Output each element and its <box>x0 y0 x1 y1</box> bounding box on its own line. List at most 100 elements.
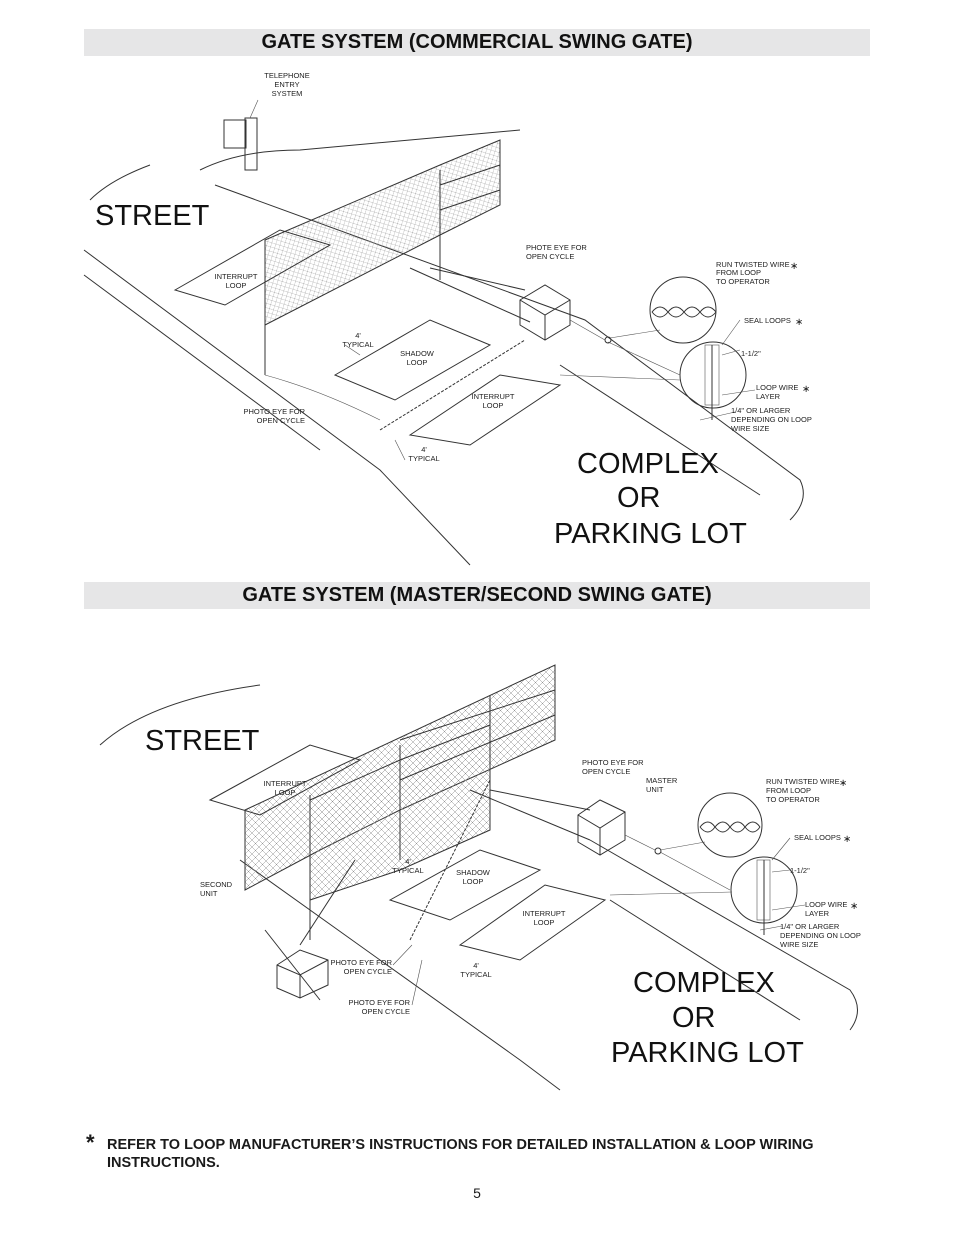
run-twisted-wire-label: RUN TWISTED WIRE ∗ FROM LOOP TO OPERATOR <box>766 777 847 804</box>
svg-text:1/4" OR LARGER: 1/4" OR LARGER <box>731 406 791 415</box>
svg-text:TYPICAL: TYPICAL <box>342 340 373 349</box>
seal-loops-label: SEAL LOOPS <box>744 316 791 325</box>
run-twisted-wire-label: RUN TWISTED WIRE ∗ FROM LOOP TO OPERATOR <box>716 260 798 286</box>
svg-text:SHADOW: SHADOW <box>456 868 491 877</box>
svg-text:FROM LOOP: FROM LOOP <box>716 268 761 277</box>
svg-text:4': 4' <box>421 445 427 454</box>
typical-upper-label: 4' TYPICAL <box>392 857 423 875</box>
seal-loops-asterisk: ∗ <box>795 317 803 328</box>
svg-text:WIRE SIZE: WIRE SIZE <box>731 424 769 433</box>
interrupt-loop-bottom-label: INTERRUPT LOOP <box>523 909 566 927</box>
footnote-asterisk: * <box>86 1130 95 1155</box>
svg-text:LOOP: LOOP <box>463 877 484 886</box>
svg-text:SHADOW: SHADOW <box>400 349 435 358</box>
diagram1-title: GATE SYSTEM (COMMERCIAL SWING GATE) <box>84 29 870 56</box>
svg-text:LOOP: LOOP <box>483 401 504 410</box>
svg-text:PHOTO EYE FOR: PHOTO EYE FOR <box>243 407 305 416</box>
photo-eye-bottom-label: PHOTO EYE FOR OPEN CYCLE <box>348 944 423 1016</box>
svg-text:PHOTO EYE FOR: PHOTO EYE FOR <box>348 998 410 1007</box>
svg-text:LOOP: LOOP <box>275 788 296 797</box>
svg-text:4': 4' <box>405 857 411 866</box>
svg-text:TO OPERATOR: TO OPERATOR <box>716 277 770 286</box>
wire-size-label: 1/4" OR LARGER DEPENDING ON LOOP WIRE SI… <box>731 406 812 433</box>
svg-text:DEPENDING ON LOOP: DEPENDING ON LOOP <box>780 931 861 940</box>
dim-1-5-label: 1-1/2" <box>790 866 810 875</box>
svg-text:INTERRUPT: INTERRUPT <box>264 779 307 788</box>
svg-text:∗: ∗ <box>790 261 798 272</box>
svg-text:ENTRY: ENTRY <box>274 80 299 89</box>
svg-text:TYPICAL: TYPICAL <box>392 866 423 875</box>
dimension-marks <box>344 344 406 461</box>
svg-text:OPEN CYCLE: OPEN CYCLE <box>362 1007 410 1016</box>
svg-text:OPEN CYCLE: OPEN CYCLE <box>257 416 305 425</box>
complex-label-line3: PARKING LOT <box>554 518 747 550</box>
svg-text:SYSTEM: SYSTEM <box>272 89 303 98</box>
master-unit-label: MASTER UNIT <box>646 776 678 794</box>
road-outline <box>83 129 804 566</box>
complex-label-line1: COMPLEX <box>577 448 719 480</box>
svg-text:RUN TWISTED WIRE: RUN TWISTED WIRE <box>716 260 790 269</box>
diagram2-title: GATE SYSTEM (MASTER/SECOND SWING GATE) <box>84 582 870 609</box>
loop-wire-layer-label: LOOP WIRE ∗ LAYER <box>805 900 858 918</box>
loop-wire-layer-label: LOOP WIRE ∗ LAYER <box>756 383 810 401</box>
svg-text:LOOP: LOOP <box>226 281 247 290</box>
photo-eye-top-label: PHOTE EYE FOR OPEN CYCLE <box>526 243 587 261</box>
street-label: STREET <box>145 725 260 757</box>
svg-text:LOOP WIRE: LOOP WIRE <box>805 900 847 909</box>
loop-slot-detail <box>559 319 756 421</box>
svg-text:UNIT: UNIT <box>200 889 218 898</box>
street-label: STREET <box>95 200 210 232</box>
second-unit <box>276 779 491 999</box>
svg-text:OPEN CYCLE: OPEN CYCLE <box>582 767 630 776</box>
svg-text:TO OPERATOR: TO OPERATOR <box>766 795 820 804</box>
gate-operator <box>379 267 612 431</box>
svg-text:4': 4' <box>473 961 479 970</box>
svg-text:TYPICAL: TYPICAL <box>408 454 439 463</box>
svg-text:PHOTO EYE FOR: PHOTO EYE FOR <box>582 758 644 767</box>
svg-text:SECOND: SECOND <box>200 880 233 889</box>
complex-label-line1: COMPLEX <box>633 967 775 999</box>
svg-text:∗: ∗ <box>850 901 858 912</box>
svg-text:MASTER: MASTER <box>646 776 678 785</box>
dim-1-5-label: 1-1/2" <box>741 349 761 358</box>
svg-text:4': 4' <box>355 331 361 340</box>
svg-text:∗: ∗ <box>839 778 847 789</box>
typical-upper-label: 4' TYPICAL <box>342 331 373 349</box>
svg-text:LAYER: LAYER <box>756 392 781 401</box>
seal-loops-asterisk: ∗ <box>843 834 851 845</box>
twisted-wire-detail <box>659 792 763 858</box>
loops <box>208 744 607 961</box>
shadow-loop-label: SHADOW LOOP <box>456 868 491 886</box>
twisted-wire-detail <box>609 276 717 344</box>
commercial-swing-gate-diagram: STREET COMPLEX OR PARKING LOT TELEPHONE … <box>83 71 812 566</box>
telephone-entry-label: TELEPHONE ENTRY SYSTEM <box>264 71 309 98</box>
complex-label-line2: OR <box>672 1002 716 1034</box>
svg-text:TELEPHONE: TELEPHONE <box>264 71 309 80</box>
typical-lower-label: 4' TYPICAL <box>460 961 491 979</box>
photo-eye-bottom-label: PHOTO EYE FOR OPEN CYCLE <box>243 407 305 425</box>
svg-text:FROM LOOP: FROM LOOP <box>766 786 811 795</box>
svg-text:DEPENDING ON LOOP: DEPENDING ON LOOP <box>731 415 812 424</box>
svg-text:∗: ∗ <box>802 384 810 395</box>
svg-text:LOOP WIRE: LOOP WIRE <box>756 383 798 392</box>
svg-text:OPEN CYCLE: OPEN CYCLE <box>344 967 392 976</box>
svg-text:UNIT: UNIT <box>646 785 664 794</box>
svg-text:PHOTO EYE FOR: PHOTO EYE FOR <box>330 958 392 967</box>
complex-label-line2: OR <box>617 482 661 514</box>
svg-text:INTERRUPT: INTERRUPT <box>472 392 515 401</box>
photo-eye-top-label: PHOTO EYE FOR OPEN CYCLE <box>582 758 644 776</box>
master-second-swing-gate-diagram: STREET COMPLEX OR PARKING LOT INTERRUPT … <box>99 664 861 1091</box>
shadow-loop-label: SHADOW LOOP <box>400 349 435 367</box>
typical-lower-label: 4' TYPICAL <box>408 445 439 463</box>
svg-text:LOOP: LOOP <box>534 918 555 927</box>
fence <box>244 664 556 940</box>
interrupt-loop-bottom-label: INTERRUPT LOOP <box>472 392 515 410</box>
loops <box>173 229 562 446</box>
wire-size-label: 1/4" OR LARGER DEPENDING ON LOOP WIRE SI… <box>780 922 861 949</box>
second-unit-label: SECOND UNIT <box>200 880 233 898</box>
loop-slot-detail <box>609 837 806 935</box>
footnote-text: REFER TO LOOP MANUFACTURER’S INSTRUCTION… <box>107 1137 814 1171</box>
page-number: 5 <box>473 1185 481 1201</box>
svg-text:PHOTE EYE FOR: PHOTE EYE FOR <box>526 243 587 252</box>
svg-text:INTERRUPT: INTERRUPT <box>523 909 566 918</box>
